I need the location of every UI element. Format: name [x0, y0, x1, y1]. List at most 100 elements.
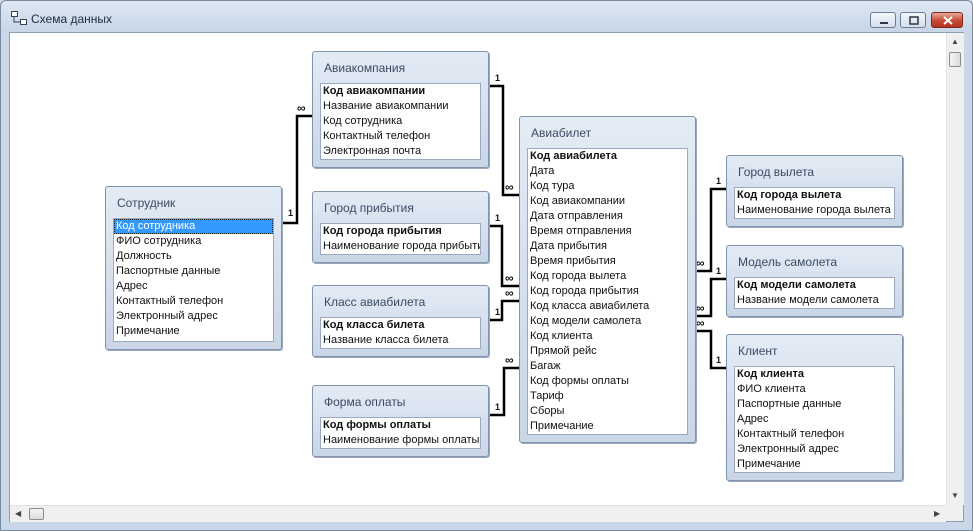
field-item[interactable]: Код тура — [530, 180, 575, 192]
table-departure-city[interactable]: Город вылета Код города вылета Наименова… — [726, 155, 903, 227]
table-title: Класс авиабилета — [324, 295, 426, 309]
cardinality-one: 1 — [716, 176, 722, 186]
table-ticket[interactable]: Авиабилет Код авиабилета Дата Код тура К… — [519, 116, 696, 443]
horizontal-scrollbar[interactable]: ◀ ▶ — [10, 505, 946, 522]
field-item[interactable]: Название класса билета — [323, 334, 449, 346]
field-list[interactable]: Код формы оплаты Наименование формы опла… — [320, 417, 481, 449]
cardinality-one: 1 — [716, 355, 722, 365]
field-list[interactable]: Код сотрудника ФИО сотрудника Должность … — [113, 218, 274, 342]
field-item[interactable]: Время отправления — [530, 225, 632, 237]
field-item[interactable]: Паспортные данные — [116, 265, 221, 277]
cardinality-one: 1 — [495, 307, 501, 317]
close-button[interactable] — [931, 12, 963, 28]
field-item[interactable]: Код клиента — [737, 368, 804, 380]
field-item[interactable]: Код модели самолета — [530, 315, 642, 327]
field-item[interactable]: Электронный адрес — [116, 310, 218, 322]
field-item[interactable]: Прямой рейс — [530, 345, 597, 357]
field-item[interactable]: Код города прибытия — [323, 225, 442, 237]
table-title: Форма оплаты — [324, 395, 406, 409]
field-item[interactable]: Дата отправления — [530, 210, 623, 222]
field-item[interactable]: Название модели самолета — [737, 294, 879, 306]
table-aircraft-model[interactable]: Модель самолета Код модели самолета Назв… — [726, 245, 903, 317]
scroll-right-icon[interactable]: ▶ — [934, 509, 941, 518]
diagram-canvas[interactable]: 1 ∞ 1 ∞ 1 ∞ 1 ∞ 1 ∞ ∞ 1 ∞ 1 ∞ 1 Сотрудни… — [9, 32, 964, 522]
field-item[interactable]: Код класса авиабилета — [530, 300, 650, 312]
field-item[interactable]: Электронная почта — [323, 145, 422, 157]
field-item[interactable]: Дата — [530, 165, 555, 177]
field-item[interactable]: Наименование города прибытия — [323, 240, 480, 252]
field-item[interactable]: Сборы — [530, 405, 565, 417]
relationship-ticket-client — [696, 329, 726, 370]
field-item[interactable]: Багаж — [530, 360, 561, 372]
field-item[interactable]: Код клиента — [530, 330, 593, 342]
field-item[interactable]: Код сотрудника — [114, 219, 273, 234]
field-item[interactable]: Паспортные данные — [737, 398, 842, 410]
field-item[interactable]: ФИО клиента — [737, 383, 806, 395]
scroll-left-icon[interactable]: ◀ — [15, 509, 22, 518]
field-item[interactable]: ФИО сотрудника — [116, 235, 202, 247]
table-arrival-city[interactable]: Город прибытия Код города прибытия Наиме… — [312, 191, 489, 263]
field-item[interactable]: Код авиабилета — [530, 150, 617, 162]
field-list[interactable]: Код модели самолета Название модели само… — [734, 277, 895, 309]
field-list[interactable]: Код клиента ФИО клиента Паспортные данны… — [734, 366, 895, 473]
field-list[interactable]: Код города прибытия Наименование города … — [320, 223, 481, 255]
field-item[interactable]: Дата прибытия — [530, 240, 607, 252]
horizontal-scroll-thumb[interactable] — [29, 508, 44, 520]
field-item[interactable]: Наименование формы оплаты — [323, 434, 480, 446]
scroll-down-icon[interactable]: ▼ — [951, 491, 959, 500]
field-list[interactable]: Код класса билета Название класса билета — [320, 317, 481, 349]
table-title: Клиент — [738, 344, 778, 358]
field-item[interactable]: Код модели самолета — [737, 279, 856, 291]
field-item[interactable]: Адрес — [737, 413, 769, 425]
cardinality-many: ∞ — [505, 353, 514, 367]
field-item[interactable]: Примечание — [530, 420, 594, 432]
field-item[interactable]: Код формы оплаты — [530, 375, 629, 387]
field-item[interactable]: Код города прибытия — [530, 285, 639, 297]
field-list[interactable]: Код авиабилета Дата Код тура Код авиаком… — [527, 148, 688, 435]
field-list[interactable]: Код авиакомпании Название авиакомпании К… — [320, 83, 481, 160]
table-title: Авиакомпания — [324, 61, 406, 75]
field-item[interactable]: Название авиакомпании — [323, 100, 449, 112]
field-item[interactable]: Время прибытия — [530, 255, 616, 267]
cardinality-one: 1 — [288, 208, 294, 218]
field-item[interactable]: Примечание — [116, 325, 180, 337]
table-client[interactable]: Клиент Код клиента ФИО клиента Паспортны… — [726, 334, 903, 481]
table-ticket-class[interactable]: Класс авиабилета Код класса билета Назва… — [312, 285, 489, 357]
field-item[interactable]: Код города вылета — [737, 189, 842, 201]
table-airline[interactable]: Авиакомпания Код авиакомпании Название а… — [312, 51, 489, 168]
table-employee[interactable]: Сотрудник Код сотрудника ФИО сотрудника … — [105, 186, 282, 350]
field-item[interactable]: Адрес — [116, 280, 148, 292]
field-item[interactable]: Код класса билета — [323, 319, 425, 331]
field-item[interactable]: Код сотрудника — [323, 115, 403, 127]
field-item[interactable]: Наименование города вылета — [737, 204, 891, 216]
field-item[interactable]: Должность — [116, 250, 172, 262]
vertical-scrollbar[interactable]: ▲ ▼ — [946, 33, 964, 505]
table-title: Сотрудник — [117, 196, 176, 210]
close-icon — [943, 16, 953, 25]
field-item[interactable]: Контактный телефон — [323, 130, 431, 142]
field-item[interactable]: Код города вылета — [530, 270, 627, 282]
cardinality-one: 1 — [495, 402, 501, 412]
cardinality-many: ∞ — [696, 301, 705, 315]
relationship-airline-ticket — [489, 84, 519, 197]
field-item[interactable]: Электронный адрес — [737, 443, 839, 455]
scroll-up-icon[interactable]: ▲ — [951, 37, 959, 46]
restore-button[interactable] — [900, 12, 926, 28]
relationship-lines — [280, 84, 726, 417]
field-item[interactable]: Код авиакомпании — [530, 195, 626, 207]
title-bar[interactable]: Схема данных — [1, 1, 972, 31]
field-item[interactable]: Тариф — [530, 390, 564, 402]
field-item[interactable]: Контактный телефон — [737, 428, 845, 440]
field-item[interactable]: Примечание — [737, 458, 801, 470]
relationship-arrival-ticket — [489, 224, 519, 288]
field-item[interactable]: Код авиакомпании — [323, 85, 426, 97]
cardinality-one: 1 — [495, 213, 501, 223]
field-list[interactable]: Код города вылета Наименование города вы… — [734, 187, 895, 219]
minimize-button[interactable] — [870, 12, 896, 28]
vertical-scroll-thumb[interactable] — [949, 52, 961, 67]
table-payment-form[interactable]: Форма оплаты Код формы оплаты Наименован… — [312, 385, 489, 457]
field-item[interactable]: Код формы оплаты — [323, 419, 431, 431]
field-item[interactable]: Контактный телефон — [116, 295, 224, 307]
cardinality-many: ∞ — [696, 256, 705, 270]
